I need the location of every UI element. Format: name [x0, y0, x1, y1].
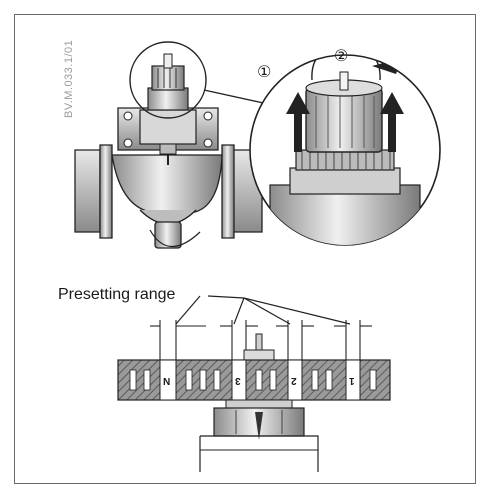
valve-body: [74, 53, 263, 249]
scale-mark-n: N: [163, 375, 171, 386]
scale-mark-3: 3: [235, 375, 241, 386]
presetting-range-label: Presetting range: [58, 286, 176, 303]
document-code: BV.M.033.1/01: [63, 39, 75, 118]
lift-arrow-left: [286, 92, 310, 152]
step-1-callout: ①: [257, 62, 272, 81]
lift-arrow-right: [380, 92, 404, 152]
detail-circle-small: [129, 41, 207, 119]
detail-zoom: [249, 54, 441, 246]
scale-mark-2: 2: [291, 375, 297, 386]
step-2-callout: ②: [334, 46, 349, 65]
scale-mark-1: 1: [349, 375, 355, 386]
knurled-ring: [295, 149, 395, 171]
detail-leader-line: [203, 89, 269, 105]
